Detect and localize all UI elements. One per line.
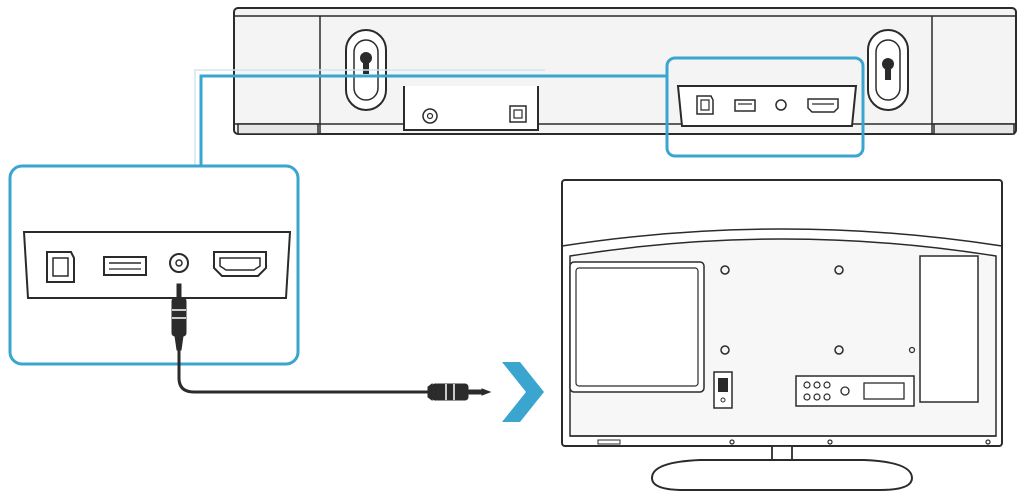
hdmi-port-icon <box>807 98 839 113</box>
optical-port-icon <box>696 95 714 115</box>
hdmi-port-icon <box>213 251 267 277</box>
tv-power-switch <box>713 371 733 409</box>
audio-jack-plug-icon <box>171 283 187 351</box>
soundbar-right-foot <box>933 123 1015 135</box>
aux-port-icon <box>169 253 189 273</box>
dc-power-port-icon <box>422 108 438 124</box>
tv-vesa-mount-holes <box>720 265 844 355</box>
usb-port-icon <box>734 99 756 112</box>
zoom-callout <box>8 164 300 366</box>
tv-rca-jacks <box>803 381 831 401</box>
optical-port-icon <box>46 251 75 283</box>
tv-stand <box>650 445 914 491</box>
zoomed-input-panel <box>22 231 292 299</box>
tv-rear <box>561 179 1003 491</box>
tv-left-panel <box>569 261 705 393</box>
keyhole-mount-icon <box>867 29 909 111</box>
soundbar-input-panel <box>676 85 858 127</box>
aux-port-icon <box>840 386 850 396</box>
aux-cable <box>177 348 432 394</box>
usb-port-icon <box>103 256 147 276</box>
soundbar-left-foot <box>237 123 319 135</box>
dc-power-port-icon <box>509 105 527 123</box>
callout-connector-faint <box>194 69 545 168</box>
direction-chevron-icon <box>502 362 544 422</box>
aux-port-icon <box>775 99 787 111</box>
highlight-frame-soundbar <box>665 56 865 158</box>
tv-io-panel <box>795 375 915 407</box>
hdmi-port-icon <box>863 382 905 400</box>
soundbar-power-panel <box>403 86 539 131</box>
audio-jack-plug-icon <box>427 383 492 401</box>
soundbar <box>233 7 1017 135</box>
callout-connector <box>199 74 667 168</box>
tv-right-panel <box>919 255 979 403</box>
